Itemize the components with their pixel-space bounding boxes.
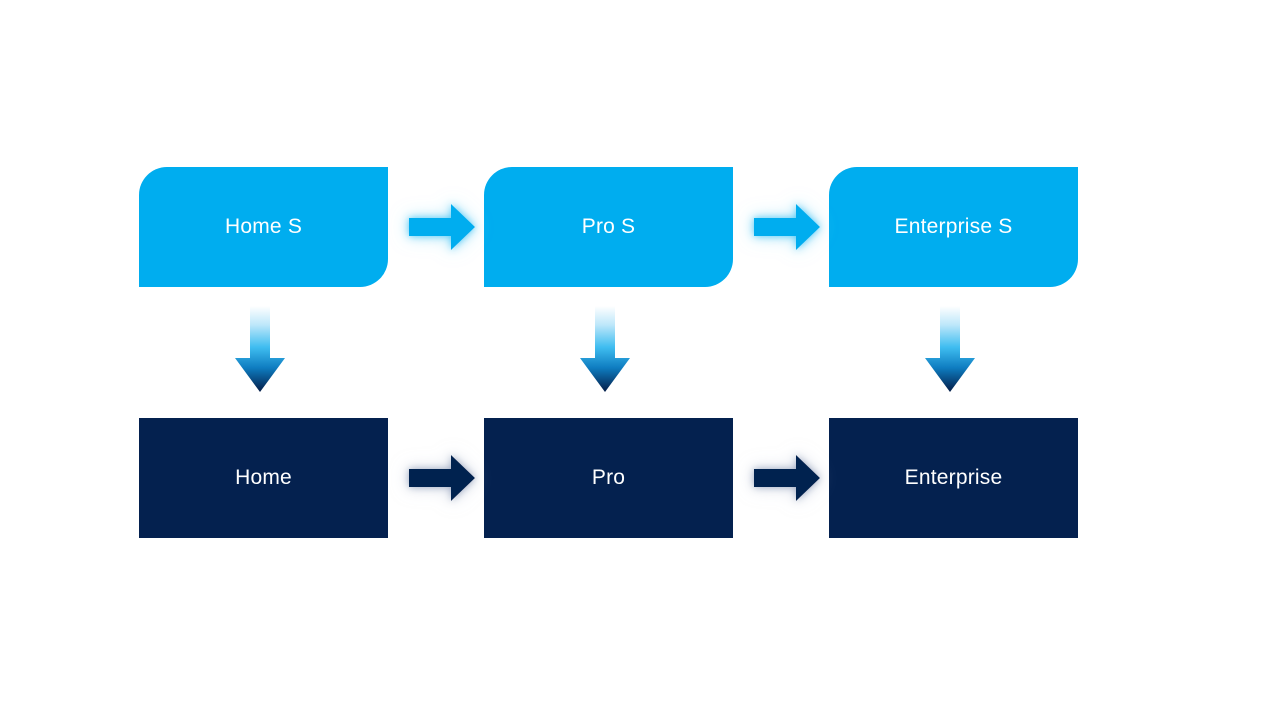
- right-arrow-icon: [405, 451, 479, 505]
- node-home[interactable]: Home: [139, 418, 388, 538]
- down-arrow-icon: [577, 306, 633, 396]
- right-arrow-icon: [750, 451, 824, 505]
- down-arrow-icon: [922, 306, 978, 396]
- node-label: Home: [235, 466, 292, 490]
- node-label: Enterprise S: [894, 215, 1013, 239]
- node-label: Enterprise: [904, 466, 1003, 490]
- node-pro[interactable]: Pro: [484, 418, 733, 538]
- node-label: Home S: [224, 215, 303, 239]
- down-arrow-icon: [232, 306, 288, 396]
- node-pro-s[interactable]: Pro S: [484, 167, 733, 287]
- node-home-s[interactable]: Home S: [139, 167, 388, 287]
- right-arrow-icon: [750, 200, 824, 254]
- node-label: Pro S: [581, 215, 636, 239]
- node-label: Pro: [591, 466, 626, 490]
- node-enterprise-s[interactable]: Enterprise S: [829, 167, 1078, 287]
- right-arrow-icon: [405, 200, 479, 254]
- node-enterprise[interactable]: Enterprise: [829, 418, 1078, 538]
